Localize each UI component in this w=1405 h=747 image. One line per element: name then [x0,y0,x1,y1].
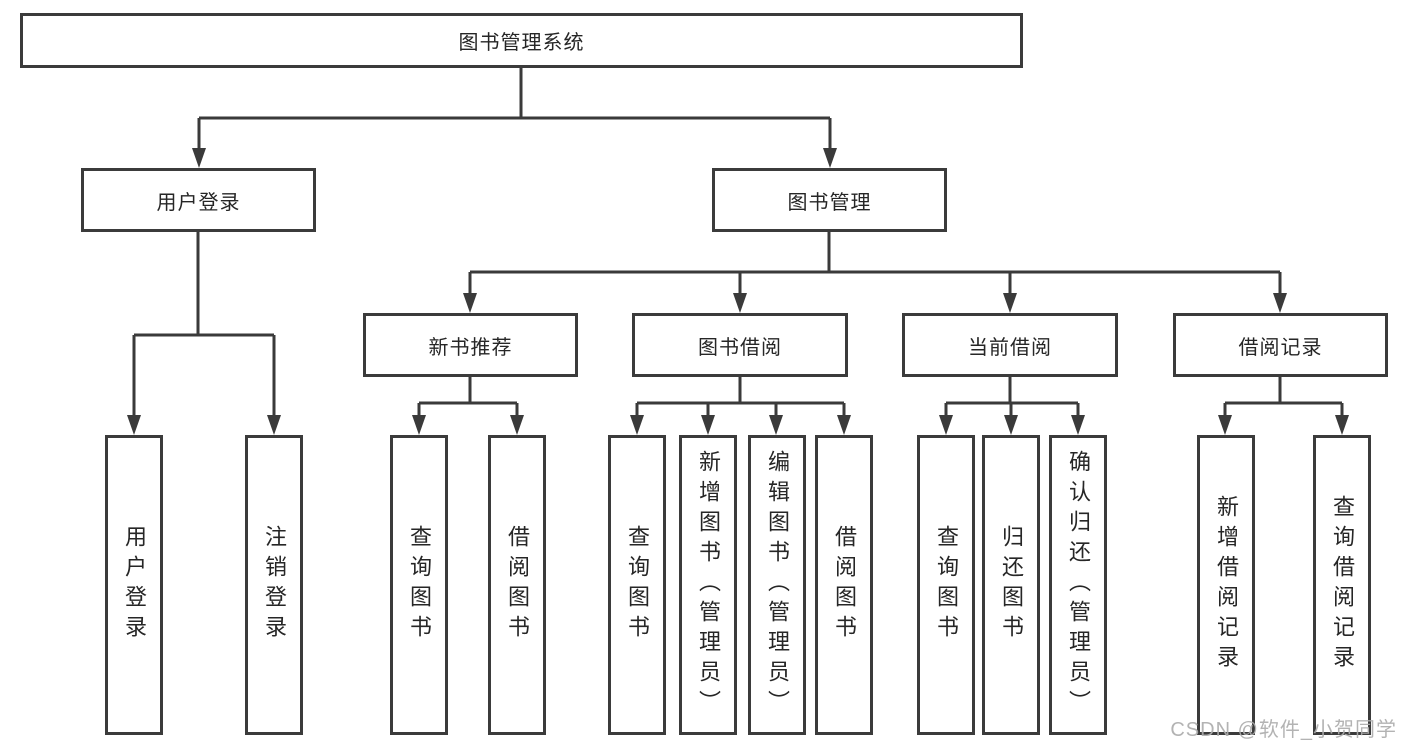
connector-book-borrow-branch [630,377,851,435]
arrow-down-icon [701,415,715,435]
arrow-down-icon [733,293,747,313]
connector-new-book-branch [412,377,524,435]
leaf-borrow-books-recommend: 借阅图书 [488,435,546,735]
arrow-down-icon [510,415,524,435]
arrow-down-icon [939,415,953,435]
leaf-edit-book-admin: 编辑图书（管理员） [748,435,806,735]
leaf-confirm-return-admin: 确认归还（管理员） [1049,435,1107,735]
arrow-down-icon [127,415,141,435]
node-label: 图书管理 [787,191,872,214]
arrow-down-icon [412,415,426,435]
node-label: 新增借阅记录 [1214,495,1239,675]
arrow-down-icon [823,148,837,168]
node-label: 图书借阅 [698,336,782,359]
arrow-down-icon [463,293,477,313]
connector-user-login-branch [127,232,281,435]
watermark: CSDN @软件_小贺同学 [1170,719,1397,741]
node-label: 归还图书 [999,525,1024,645]
arrow-down-icon [267,415,281,435]
leaf-logout: 注销登录 [245,435,303,735]
node-label: 用户登录 [156,191,241,214]
arrow-down-icon [1003,293,1017,313]
node-user-login-group: 用户登录 [81,168,316,232]
node-label: 查询图书 [934,525,959,645]
arrow-down-icon [192,148,206,168]
leaf-return-book: 归还图书 [982,435,1040,735]
connector-current-borrow-branch [939,377,1085,435]
leaf-user-login: 用户登录 [105,435,163,735]
leaf-query-books-current: 查询图书 [917,435,975,735]
arrow-down-icon [1004,415,1018,435]
node-label: 借阅记录 [1238,336,1323,359]
leaf-add-book-admin: 新增图书（管理员） [679,435,737,735]
arrow-down-icon [1218,415,1232,435]
connector-root-to-level2 [192,68,837,168]
leaf-add-borrow-record: 新增借阅记录 [1197,435,1255,735]
node-root: 图书管理系统 [20,13,1023,68]
node-label: 当前借阅 [968,336,1052,359]
arrow-down-icon [630,415,644,435]
node-root-label: 图书管理系统 [458,32,585,54]
node-current-borrow: 当前借阅 [902,313,1118,377]
node-label: 查询图书 [407,525,432,645]
node-label: 借阅图书 [832,525,857,645]
leaf-query-books-borrow: 查询图书 [608,435,666,735]
node-label: 查询图书 [625,525,650,645]
node-label: 查询借阅记录 [1330,495,1355,675]
node-label: 新书推荐 [428,336,513,359]
arrow-down-icon [1071,415,1085,435]
leaf-query-borrow-record: 查询借阅记录 [1313,435,1371,735]
node-book-management: 图书管理 [712,168,947,232]
node-label: 注销登录 [262,525,287,645]
arrow-down-icon [837,415,851,435]
connector-borrow-records-branch [1218,377,1349,435]
leaf-borrow-books: 借阅图书 [815,435,873,735]
node-book-borrow: 图书借阅 [632,313,848,377]
node-borrow-records: 借阅记录 [1173,313,1388,377]
connector-book-management-branch [463,232,1287,313]
arrow-down-icon [1335,415,1349,435]
node-label: 借阅图书 [505,525,530,645]
node-label: 确认归还（管理员） [1066,450,1091,720]
node-new-book-recommend: 新书推荐 [363,313,578,377]
arrow-down-icon [1273,293,1287,313]
leaf-query-books-recommend: 查询图书 [390,435,448,735]
node-label: 新增图书（管理员） [696,450,721,720]
arrow-down-icon [769,415,783,435]
node-label: 用户登录 [122,525,147,645]
node-label: 编辑图书（管理员） [765,450,790,720]
